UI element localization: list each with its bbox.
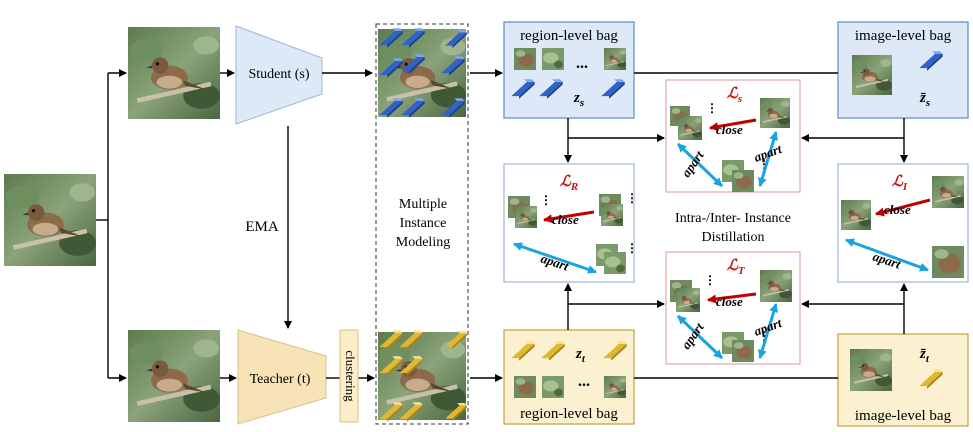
sample-patch (678, 116, 702, 140)
student-region-bag-label: region-level bag (520, 28, 618, 44)
input-branch-arrows (96, 69, 127, 382)
teacher-image-bag-label: image-level bag (855, 408, 952, 424)
distill-label-line2: Distillation (702, 230, 765, 245)
apart-arrow (757, 303, 779, 359)
sample-image (760, 270, 792, 302)
input-image (4, 174, 96, 266)
ellipsis: ... (576, 55, 588, 72)
mim-label-line2: Instance (400, 216, 447, 231)
ellipsis-vert: ⋮ (706, 101, 718, 115)
ellipsis-vert: ⋮ (704, 273, 716, 287)
apart-arrow (845, 238, 929, 272)
distill-label-line1: Intra-/Inter- Instance (675, 211, 791, 226)
ellipsis-vert: ⋮ (626, 241, 638, 255)
zbar-s-label: z̄s (919, 90, 930, 109)
z-t-label: zt (575, 346, 586, 365)
loss-s-label: ℒs (727, 86, 742, 105)
close-arrow (543, 210, 595, 224)
loss-t-label: ℒT (727, 258, 746, 277)
sample-patch (676, 288, 700, 312)
image-bag-image (852, 53, 892, 97)
z-s-label: zs (573, 90, 584, 109)
loss-r-label: ℒR (560, 174, 578, 193)
ellipsis-vert: ⋮ (626, 191, 638, 205)
ema-label: EMA (245, 219, 279, 235)
region-patch (604, 376, 626, 398)
ellipsis: ... (578, 373, 590, 390)
mim-label-line3: Modeling (396, 235, 450, 250)
close-arrow (707, 292, 757, 304)
ellipsis-vert: ⋮ (540, 193, 552, 207)
teacher-view-image (128, 330, 220, 422)
region-patch (514, 376, 536, 398)
teacher-region-bag-label: region-level bag (520, 406, 618, 422)
clustering-label: clustering (343, 350, 358, 402)
sample-image (760, 98, 790, 128)
region-patch (514, 48, 536, 70)
sample-patch (600, 204, 624, 226)
region-patch (542, 376, 564, 398)
close-arrow (709, 118, 757, 132)
sample-image (932, 176, 964, 208)
sample-patch (604, 252, 626, 274)
student-encoder (235, 25, 323, 125)
close-label: close (716, 294, 743, 309)
student-image-bag-label: image-level bag (855, 28, 952, 44)
student-region-bag (503, 21, 635, 119)
sample-patch (732, 170, 754, 192)
teacher-label: Teacher (t) (250, 372, 311, 387)
region-patch (542, 48, 564, 70)
sample-image (840, 200, 872, 230)
apart-arrow (676, 142, 724, 188)
image-bag-image (850, 347, 892, 393)
mim-label-line1: Multiple (399, 197, 447, 212)
student-view-image (128, 27, 220, 119)
sample-image (932, 246, 964, 278)
loss-i-label: ℒI (892, 174, 908, 193)
apart-arrow (513, 242, 597, 274)
zbar-t-label: z̄t (919, 346, 930, 365)
sample-patch (514, 206, 538, 228)
apart-arrow (676, 314, 724, 360)
clustering-box (339, 329, 359, 423)
student-label: Student (s) (248, 67, 309, 82)
mim-column (375, 23, 469, 425)
region-patch (604, 48, 626, 70)
close-label: close (552, 212, 579, 227)
sample-patch (732, 340, 754, 362)
close-label: close (884, 202, 911, 217)
apart-arrow (757, 131, 779, 187)
close-arrow (875, 198, 931, 217)
close-label: close (716, 122, 743, 137)
teacher-encoder (237, 329, 327, 425)
